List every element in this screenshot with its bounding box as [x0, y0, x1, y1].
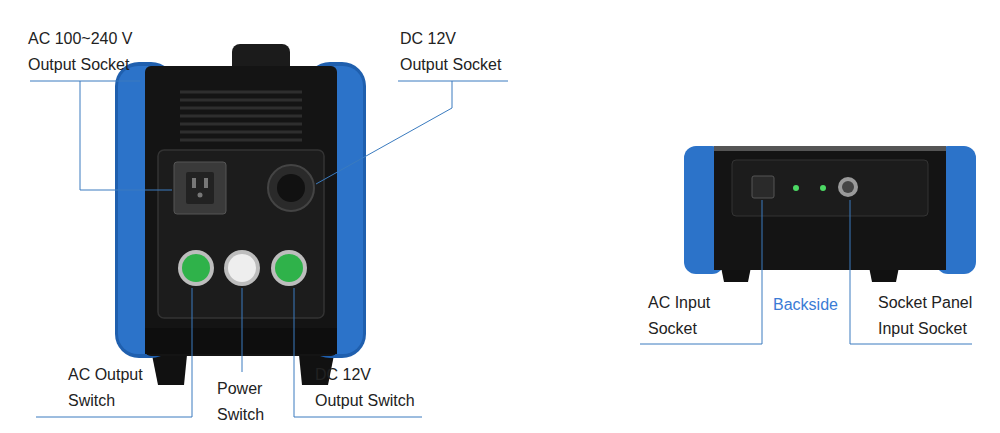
callout-label: DC 12V Output Switch — [315, 362, 419, 414]
callout-label: AC 100~240 V Output Socket — [28, 26, 153, 78]
callout-label: Socket Panel Input Socket — [878, 290, 988, 342]
back-unit — [684, 146, 976, 282]
callout-label: AC Input Socket — [648, 290, 748, 342]
view-label: Backside — [773, 292, 863, 318]
leader-lines — [30, 81, 972, 417]
callout-label: Power Switch — [217, 376, 287, 428]
callout-label: AC Output Switch — [68, 362, 178, 414]
front-unit — [115, 44, 366, 385]
callout-label: DC 12V Output Socket — [400, 26, 504, 78]
